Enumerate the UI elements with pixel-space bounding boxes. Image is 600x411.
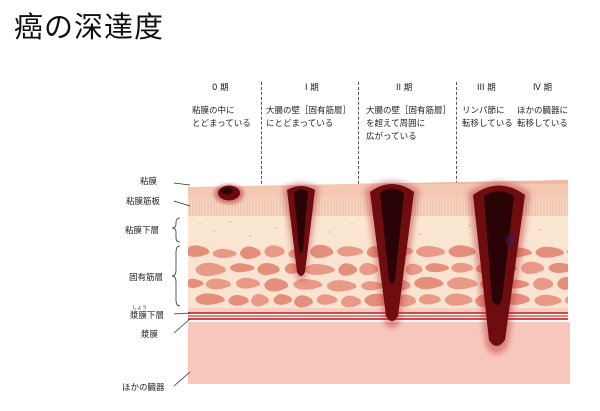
stage-divider-2 bbox=[358, 82, 359, 248]
muscle-cell bbox=[188, 245, 210, 257]
stage-0-desc-line-1: 粘膜の中に bbox=[192, 106, 235, 116]
muscle-cell bbox=[533, 277, 554, 290]
muscle-cell bbox=[195, 262, 226, 277]
muscle-cell bbox=[425, 263, 449, 273]
layer-label-subserosa: 漿膜下層 bbox=[130, 311, 165, 321]
muscle-cell bbox=[205, 278, 231, 290]
tumor-stage-3-4 bbox=[468, 181, 530, 354]
muscle-cell bbox=[564, 295, 568, 305]
stage-4-caption: Ⅳ 期 ほかの臓器に 転移している bbox=[517, 82, 568, 131]
muscle-cell bbox=[418, 294, 441, 305]
tumor-stage-0 bbox=[214, 184, 244, 204]
page-title: 癌の深達度 bbox=[14, 10, 165, 44]
layer-label-mucosa: 粘膜 bbox=[140, 177, 158, 187]
muscle-cell bbox=[304, 263, 335, 275]
muscle-cell bbox=[414, 276, 444, 290]
muscle-cell bbox=[557, 276, 568, 290]
muscle-cell bbox=[264, 245, 285, 258]
muscle-cell bbox=[212, 248, 237, 259]
muscle-cell bbox=[405, 263, 423, 276]
stage-divider-1 bbox=[261, 82, 262, 248]
muscle-cell bbox=[444, 293, 473, 306]
muscle-cell bbox=[548, 262, 568, 273]
layer-label-serosa: 漿膜 bbox=[141, 330, 159, 340]
muscle-cell bbox=[451, 262, 474, 273]
stage-1-desc-line-1: 大腸の壁［固有筋層］ bbox=[266, 106, 352, 116]
muscle-cell bbox=[448, 245, 476, 258]
muscle-cell bbox=[293, 278, 323, 290]
muscle-cell bbox=[257, 262, 280, 276]
muscle-cell bbox=[338, 263, 358, 276]
muscle-cell bbox=[535, 246, 564, 258]
stage-0-desc-line-2: とどまっている bbox=[192, 119, 251, 129]
serosa-line bbox=[188, 318, 568, 320]
layer-label-muscularis-propria: 固有筋層 bbox=[129, 273, 164, 283]
muscle-cell bbox=[534, 294, 562, 307]
stage-1-name: I 期 bbox=[305, 83, 319, 93]
subserosa-line bbox=[188, 312, 568, 314]
stage-4-desc-line-2: 転移している bbox=[517, 119, 568, 129]
muscle-cell bbox=[521, 261, 545, 275]
stage-3-desc-line-1: リンパ節に bbox=[462, 106, 505, 116]
stage-0-name: 0 期 bbox=[212, 83, 229, 93]
tumor-stage-2 bbox=[365, 181, 419, 328]
layer-label-muscularis-mucosae: 粘膜筋板 bbox=[126, 197, 161, 207]
stage-3-desc-line-2: 転移している bbox=[462, 119, 513, 129]
layer-label-submucosa: 粘膜下層 bbox=[125, 226, 160, 236]
muscle-cell bbox=[188, 278, 204, 288]
muscle-cell bbox=[251, 294, 269, 307]
stage-3-name: III 期 bbox=[477, 83, 496, 93]
muscle-cell bbox=[240, 246, 261, 260]
stage-2-desc-line-1: 大腸の壁［固有筋層］ bbox=[366, 106, 452, 116]
stage-2-name: II 期 bbox=[396, 83, 413, 93]
stage-2-desc-line-3: 広がっている bbox=[366, 132, 417, 142]
stage-divider-3 bbox=[456, 82, 457, 248]
muscle-cell bbox=[359, 262, 379, 276]
stage-0-caption: 0 期 粘膜の中に とどまっている bbox=[192, 82, 251, 131]
muscle-cell bbox=[416, 246, 446, 258]
muscle-cell bbox=[235, 277, 261, 289]
muscle-cell bbox=[310, 244, 334, 259]
stage-1-desc-line-2: にとどまっている bbox=[266, 119, 334, 129]
tumor-stage-1 bbox=[283, 183, 319, 281]
layer-ruby-subserosa: しょう bbox=[132, 305, 148, 311]
stage-2-desc-line-2: を超えて周囲に bbox=[366, 119, 426, 129]
stage-1-caption: I 期 大腸の壁［固有筋層］ にとどまっている bbox=[266, 82, 351, 131]
muscle-cell bbox=[264, 278, 289, 292]
muscle-cell bbox=[447, 277, 478, 290]
muscle-cell bbox=[195, 293, 225, 305]
muscle-cell bbox=[228, 294, 249, 306]
muscle-cell bbox=[230, 263, 255, 273]
muscle-cell bbox=[340, 295, 362, 308]
other-organ-layer bbox=[188, 322, 570, 384]
stage-4-name: Ⅳ 期 bbox=[533, 83, 553, 93]
stage-2-caption: II 期 大腸の壁［固有筋層］ を超えて周囲に 広がっている bbox=[366, 82, 451, 144]
muscle-cell bbox=[316, 294, 338, 305]
muscle-cell bbox=[566, 246, 568, 257]
stage-3-caption: III 期 リンパ節に 転移している bbox=[462, 82, 513, 131]
muscle-cell bbox=[327, 280, 357, 292]
stage-4-desc-line-1: ほかの臓器に bbox=[517, 106, 569, 116]
layer-label-other-organ: ほかの臓器 bbox=[122, 383, 165, 393]
muscle-cell bbox=[294, 295, 313, 308]
muscle-cell bbox=[273, 294, 292, 305]
muscle-cell bbox=[337, 246, 364, 257]
